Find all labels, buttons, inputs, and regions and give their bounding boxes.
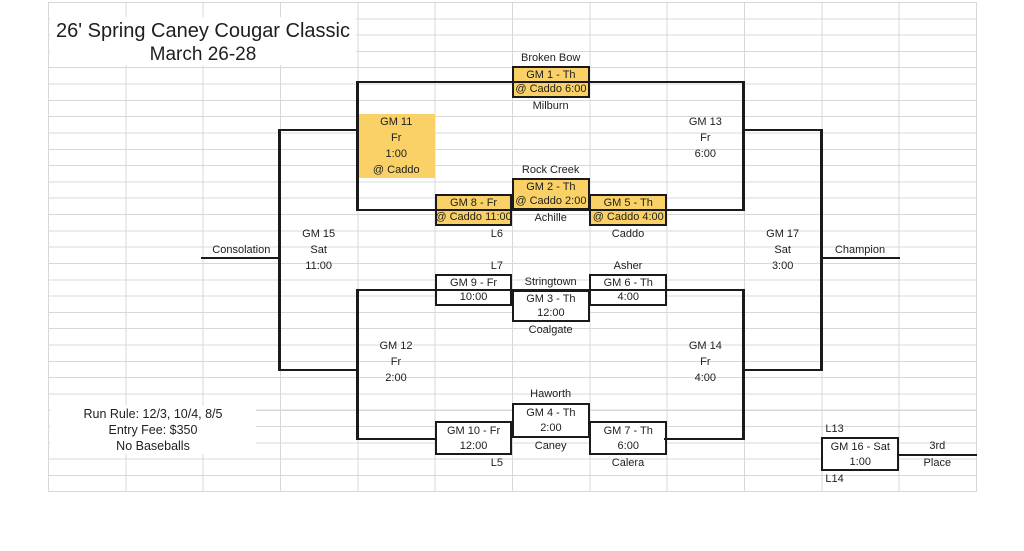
gm15-name: GM 15: [302, 228, 336, 240]
tournament-title: 26' Spring Caney Cougar Classic: [56, 20, 350, 42]
gm12-day: Fr: [390, 356, 402, 368]
game-block-gm11: GM 11 Fr 1:00 @ Caddo: [357, 114, 436, 178]
game-box-gm7: GM 7 - Th 6:00: [589, 421, 668, 455]
game-box-gm5-line2: @ Caddo 4:00: [592, 211, 664, 223]
title-block: 26' Spring Caney Cougar Classic March 26…: [50, 17, 356, 65]
slot-l7: L7: [490, 260, 503, 272]
note-no-baseballs: No Baseballs: [116, 439, 190, 453]
team-achille: Achille: [534, 212, 567, 224]
game-box-gm9-line1: GM 9 - Fr: [450, 277, 498, 289]
team-rock-creek: Rock Creek: [521, 164, 580, 176]
game-box-gm9-line2: 10:00: [459, 291, 488, 303]
gm13-time: 6:00: [694, 148, 717, 160]
gm14-day: Fr: [700, 356, 711, 368]
game-box-gm8-line2: @ Caddo 11:00: [435, 211, 512, 223]
team-broken-bow: Broken Bow: [520, 52, 581, 64]
slot-l6: L6: [490, 228, 503, 240]
outcome-place: Place: [923, 457, 952, 469]
notes-block: Run Rule: 12/3, 10/4, 8/5 Entry Fee: $35…: [50, 406, 256, 454]
gm13-day: Fr: [700, 132, 711, 144]
game-box-gm16: GM 16 - Sat 1:00: [821, 437, 900, 471]
gm13-name: GM 13: [688, 116, 722, 128]
game-box-gm4: GM 4 - Th 2:00: [511, 403, 590, 438]
game-box-gm3-line2: 12:00: [537, 307, 565, 319]
line-gm15-top-in: [278, 128, 359, 132]
line-lower-left-vert: [356, 288, 359, 441]
gm15-time: 11:00: [305, 260, 332, 272]
game-box-gm10: GM 10 - Fr 12:00: [434, 421, 513, 455]
tournament-dates: March 26-28: [149, 44, 257, 65]
team-caney: Caney: [534, 440, 567, 452]
line-gm1-row: [356, 80, 745, 84]
gm14-name: GM 14: [688, 340, 722, 352]
line-consolation-underline: [201, 256, 281, 260]
team-stringtown: Stringtown: [524, 276, 577, 288]
game-box-gm1-line2: @ Caddo 6:00: [515, 83, 587, 95]
game-box-gm4-line2: 2:00: [540, 422, 562, 435]
team-caddo: Caddo: [611, 228, 645, 240]
gm17-day: Sat: [774, 244, 791, 256]
game-box-gm10-line1: GM 10 - Fr: [446, 424, 501, 437]
game-box-gm16-line2: 1:00: [849, 455, 871, 468]
line-gm12-out: [278, 368, 359, 372]
slot-l5: L5: [490, 457, 503, 469]
team-coalgate: Coalgate: [528, 324, 573, 336]
line-3rd-place-underline: [897, 453, 978, 457]
game-block-gm11-line4: @ Caddo: [372, 164, 420, 176]
note-entry-fee: Entry Fee: $350: [108, 423, 198, 437]
gm15-day: Sat: [310, 244, 327, 256]
gm17-name: GM 17: [766, 228, 800, 240]
line-gm10-in: [356, 437, 437, 441]
team-asher: Asher: [613, 260, 643, 272]
game-block-gm11-line2: Fr: [391, 132, 402, 144]
game-box-gm1-line1: GM 1 - Th: [526, 69, 576, 81]
line-gm13-out: [742, 128, 823, 132]
line-gm8-gm5-row: [356, 208, 745, 212]
gm12-time: 2:00: [385, 372, 407, 384]
game-box-gm2-line1: GM 2 - Th: [526, 181, 576, 193]
line-lower-right-vert: [742, 288, 745, 441]
game-box-gm16-line1: GM 16 - Sat: [830, 440, 890, 453]
gm14-time: 4:00: [694, 372, 717, 384]
slot-l13: L13: [825, 423, 844, 435]
game-block-gm11-line1: GM 11: [380, 116, 413, 128]
game-box-gm6-line2: 4:00: [617, 291, 639, 303]
outcome-consolation: Consolation: [212, 244, 271, 256]
game-box-gm3: GM 3 - Th 12:00: [511, 290, 590, 322]
gm12-name: GM 12: [379, 340, 413, 352]
team-calera: Calera: [611, 457, 645, 469]
line-winners-right-vert: [742, 80, 745, 212]
game-box-gm10-line2: 12:00: [459, 439, 488, 452]
game-block-gm11-line3: 1:00: [385, 148, 407, 160]
line-consolation-vert: [278, 128, 281, 372]
outcome-champion: Champion: [834, 244, 886, 256]
game-box-gm6-line1: GM 6 - Th: [603, 277, 653, 289]
line-winners-left-vert: [356, 80, 359, 212]
game-box-gm5-line1: GM 5 - Th: [603, 197, 653, 209]
game-box-gm2: GM 2 - Th @ Caddo 2:00: [511, 178, 590, 210]
line-gm9-gm6-row: [356, 288, 745, 292]
line-champion-vert: [820, 128, 823, 372]
game-box-gm2-line2: @ Caddo 2:00: [515, 195, 587, 207]
note-run-rule: Run Rule: 12/3, 10/4, 8/5: [83, 407, 223, 421]
game-box-gm7-line1: GM 7 - Th: [603, 424, 653, 437]
game-box-gm8-line1: GM 8 - Fr: [450, 197, 498, 209]
line-champion-underline: [820, 256, 900, 260]
line-gm7-out: [664, 437, 745, 441]
team-haworth: Haworth: [530, 388, 572, 400]
game-box-gm7-line2: 6:00: [617, 439, 639, 452]
gm17-time: 3:00: [771, 260, 794, 272]
outcome-3rd: 3rd: [929, 440, 946, 452]
game-box-gm3-line1: GM 3 - Th: [526, 293, 576, 305]
game-box-gm4-line1: GM 4 - Th: [526, 406, 576, 419]
team-milburn: Milburn: [532, 100, 569, 112]
line-gm14-out: [742, 368, 823, 372]
slot-l14: L14: [825, 473, 844, 485]
